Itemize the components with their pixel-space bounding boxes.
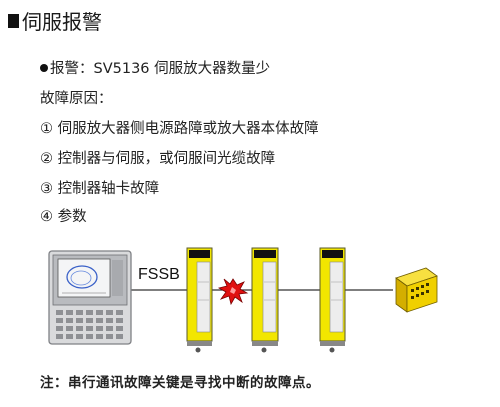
- cause-item-2: ② 控制器与伺服，或伺服间光缆故障: [40, 151, 276, 167]
- servo-amplifier-1-icon: [186, 247, 213, 353]
- servo-amplifier-2-icon: [251, 247, 279, 353]
- alarm-text: 报警：SV5136 伺服放大器数量少: [50, 61, 271, 77]
- note-text: 注：串行通讯故障关键是寻找中断的故障点。: [40, 375, 320, 391]
- fssb-label: FSSB: [138, 266, 180, 283]
- alarm-line: 报警：SV5136 伺服放大器数量少: [40, 57, 270, 78]
- servo-motor-icon: [395, 267, 438, 313]
- cause-heading: 故障原因：: [40, 91, 113, 107]
- cause-item-1: ① 伺服放大器侧电源路障或放大器本体故障: [40, 121, 319, 137]
- cause-item-4: ④ 参数: [40, 209, 87, 225]
- cnc-controller-icon: [48, 250, 132, 345]
- title-text: 伺服报警: [22, 10, 102, 34]
- page-title: 伺服报警: [8, 6, 102, 35]
- title-bullet-icon: [8, 13, 19, 28]
- break-point-burst-icon: [217, 278, 249, 306]
- servo-amplifier-3-icon: [319, 247, 346, 353]
- cause-item-3: ③ 控制器轴卡故障: [40, 181, 160, 197]
- bullet-icon: [40, 63, 48, 72]
